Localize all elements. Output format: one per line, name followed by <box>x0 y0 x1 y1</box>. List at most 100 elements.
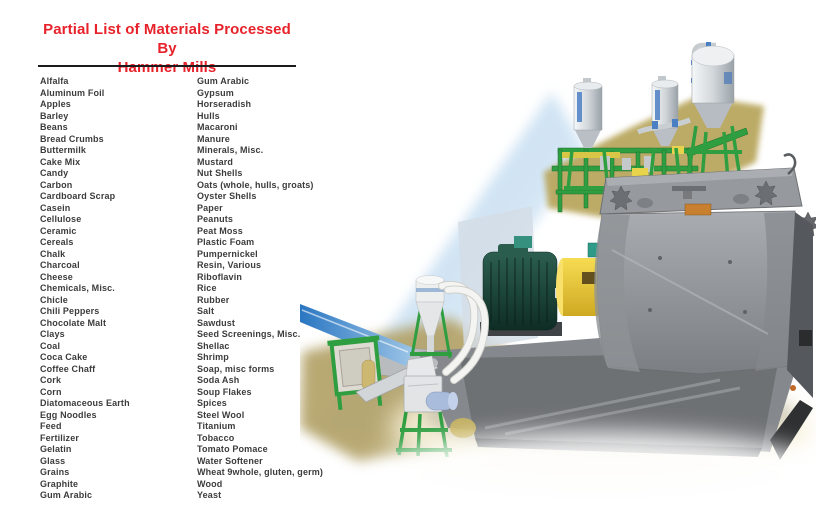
list-item: Resin, Various <box>197 260 262 270</box>
list-item: Minerals, Misc. <box>197 145 264 155</box>
list-item: Shellac <box>197 340 230 351</box>
list-item: Cellulose <box>40 214 82 224</box>
list-item: Rubber <box>197 294 230 305</box>
small-mill-system <box>300 275 489 458</box>
list-item: Buttermilk <box>40 145 87 155</box>
list-item: Egg Noodles <box>40 409 97 420</box>
list-item: Apples <box>40 99 71 109</box>
list-item: Water Softener <box>197 455 263 466</box>
list-item: Nut Shells <box>197 168 243 178</box>
list-item: Cereals <box>40 237 74 247</box>
list-item: Bread Crumbs <box>40 133 104 144</box>
tan-drum <box>450 418 476 438</box>
list-item: Beans <box>40 122 68 132</box>
list-item: Rice <box>197 283 217 293</box>
list-item: Barley <box>40 110 69 121</box>
list-item: Clays <box>40 329 65 339</box>
warning-label <box>684 203 712 216</box>
list-item: Hulls <box>197 110 220 121</box>
list-item: Paper <box>197 202 223 213</box>
list-item: Cheese <box>40 271 73 282</box>
list-item: Oyster Shells <box>197 191 257 201</box>
mill-right-foot <box>770 400 813 460</box>
page-title-line2: Hammer Mills <box>117 59 217 76</box>
list-item: Macaroni <box>197 122 238 132</box>
list-item: Oats (whole, hulls, groats) <box>197 179 314 190</box>
list-item: Manure <box>197 133 230 144</box>
list-item: Soup Flakes <box>197 386 252 397</box>
page-title: Partial List of Materials Processed By H… <box>36 20 298 77</box>
list-item: Steel Wool <box>197 409 245 420</box>
list-item: Gelatin <box>40 444 72 454</box>
list-item: Tomato Pomace <box>197 444 268 454</box>
silo-dome <box>691 45 735 67</box>
list-item: Chemicals, Misc. <box>40 283 115 293</box>
conveyor-duct <box>562 152 620 158</box>
bottom-fade <box>360 432 816 513</box>
list-item: Peanuts <box>197 214 234 224</box>
cyclone-separator <box>410 275 452 359</box>
hammer-mill <box>343 153 816 460</box>
list-item: Cardboard Scrap <box>40 191 116 201</box>
list-item: Peat Moss <box>197 225 243 236</box>
hammer-mill-illustration <box>300 42 816 513</box>
list-item: Chicle <box>40 294 68 305</box>
list-item: Fertilizer <box>40 432 80 443</box>
list-item: Graphite <box>40 478 79 489</box>
silo-left <box>564 78 612 191</box>
list-item: Riboflavin <box>197 271 243 282</box>
coupling-label <box>582 272 596 284</box>
list-item: Wheat 9whole, gluten, germ) <box>197 467 324 477</box>
list-item: Aluminum Foil <box>40 87 105 98</box>
silo-middle-blue-panel <box>655 90 660 120</box>
silo-left-blue-panel <box>577 92 582 122</box>
list-item: Spices <box>197 398 227 408</box>
list-item: Carbon <box>40 179 73 190</box>
list-item: Sawdust <box>197 317 236 328</box>
list-item: Titanium <box>197 421 236 431</box>
list-item: Salt <box>197 306 215 316</box>
silo-right-blue-panel <box>724 72 732 84</box>
list-item: Soda Ash <box>197 375 240 385</box>
list-item: Cake Mix <box>40 156 81 167</box>
list-item: Coca Cake <box>40 352 88 362</box>
page-title-line1: Partial List of Materials Processed By <box>43 21 291 57</box>
list-item: Soap, misc forms <box>197 363 275 374</box>
list-item: Mustard <box>197 156 234 167</box>
star-knob-right <box>754 180 778 206</box>
list-item: Chocolate Malt <box>40 317 107 328</box>
title-divider <box>38 65 296 67</box>
list-item: Pumpernickel <box>197 248 258 259</box>
star-knob-left <box>609 185 633 211</box>
list-item: Coal <box>40 340 61 351</box>
list-item: Yeast <box>197 490 222 500</box>
list-item: Coffee Chaff <box>40 363 96 374</box>
return-pipes <box>438 280 489 384</box>
list-item: Alfalfa <box>40 76 69 86</box>
list-item: Gum Arabic <box>40 490 93 500</box>
list-item: Chili Peppers <box>40 306 100 316</box>
mill-right-side <box>787 212 813 398</box>
mill-front-housing <box>594 210 800 375</box>
list-item: Seed Screenings, Misc. <box>197 329 301 339</box>
motor-junction-box <box>514 236 532 248</box>
list-item: Ceramic <box>40 225 77 236</box>
list-item: Cork <box>40 375 62 385</box>
list-item: Casein <box>40 202 71 213</box>
lid-hook <box>783 153 797 175</box>
transfer-pipe <box>637 117 691 135</box>
list-item: Chalk <box>40 248 66 259</box>
list-item: Feed <box>40 421 62 431</box>
list-item: Tobacco <box>197 432 235 443</box>
list-item: Diatomaceous Earth <box>40 398 130 408</box>
list-item: Horseradish <box>197 99 252 109</box>
list-item: Plastic Foam <box>197 237 255 247</box>
mill-hardware <box>609 180 816 460</box>
list-item: Corn <box>40 386 62 397</box>
list-item: Candy <box>40 168 69 178</box>
blue-chute <box>300 304 414 366</box>
list-item: Wood <box>197 478 223 489</box>
